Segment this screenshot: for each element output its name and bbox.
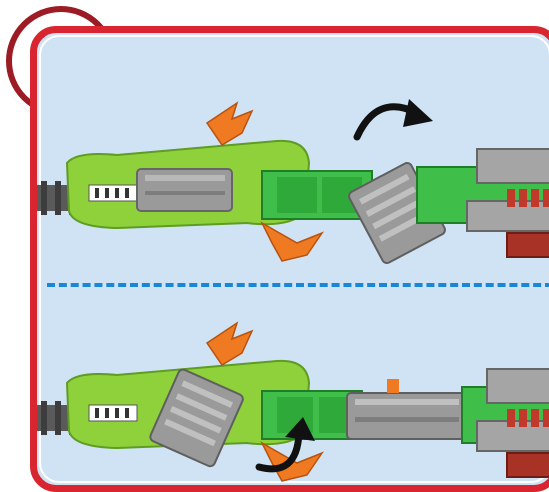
red-base-part xyxy=(506,232,549,258)
top-scene-illustration xyxy=(37,99,549,264)
instruction-panel xyxy=(30,26,549,492)
orange-claw-top xyxy=(205,101,254,147)
dashed-divider xyxy=(47,283,549,287)
red-base-part xyxy=(506,452,549,478)
bottom-scene-after xyxy=(37,317,549,485)
bottom-scene-illustration xyxy=(37,321,549,482)
window-strip xyxy=(88,404,138,422)
orange-peg xyxy=(387,379,399,393)
window-strip xyxy=(88,184,138,202)
top-scene-before xyxy=(37,93,549,283)
gray-tunnel-flipped xyxy=(149,368,244,468)
orange-claw-top xyxy=(205,321,254,367)
curved-arrow-up-right-icon xyxy=(255,417,315,473)
gray-station-top xyxy=(476,148,549,184)
curved-arrow-right-icon xyxy=(353,99,433,141)
gray-station-top xyxy=(486,368,549,404)
orange-claw-bottom xyxy=(260,221,325,262)
